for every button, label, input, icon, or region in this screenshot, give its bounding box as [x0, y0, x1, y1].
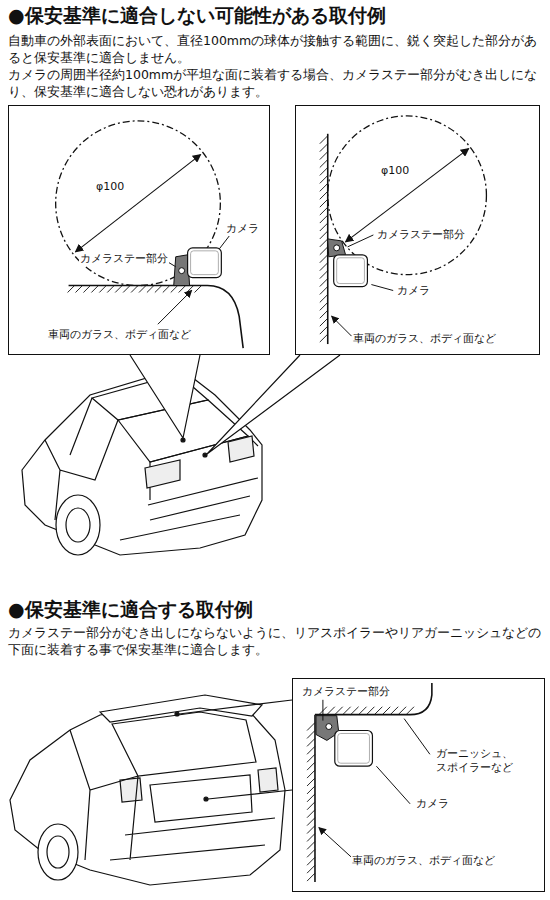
note-text: カメラステー部分がむき出しにならないように、リアスポイラーやリアガーニッシュなど… [8, 625, 546, 658]
part-label: 車両のガラス、ボディ面など [352, 332, 497, 346]
part-label: カメラステー部分 [79, 252, 169, 266]
callout-pointer [207, 355, 340, 454]
part-label: 車両のガラス、ボディ面など [351, 854, 496, 868]
part-label: ガーニッシュ、 スポイラーなど [435, 747, 519, 775]
wagon-illustration [10, 695, 285, 885]
section-heading: ●保安基準に適合する取付例 [8, 598, 548, 621]
part-label: カメラステー部分 [301, 685, 391, 699]
sedan-illustration [22, 368, 262, 555]
callout-box: φ100 カメラステー部分カメラ車両のガラス、ボディ面など [295, 105, 540, 355]
callout-box: φ100 カメラステー部分 カメラ車両のガラス、ボディ面など [8, 105, 270, 355]
part-label: 車両のガラス、ボディ面など [47, 328, 192, 342]
note-text: 自動車の外部表面において、直径100mmの球体が接触する範囲に、鋭く突起した部分… [8, 33, 546, 66]
part-label: φ100 [95, 180, 125, 194]
callout-box: カメラステー部分ガーニッシュ、 スポイラーなどカメラ車両のガラス、ボディ面など [292, 678, 545, 892]
part-label: カメラステー部分 [376, 228, 466, 242]
part-label: カメラ [415, 797, 450, 811]
note-text: カメラの周囲半径約100mmが平坦な面に装着する場合、カメラステー部分がむき出し… [8, 67, 546, 100]
section-heading: ●保安基準に適合しない可能性がある取付例 [8, 4, 548, 27]
callout-line [179, 700, 292, 799]
part-label: φ100 [380, 164, 410, 178]
part-label: カメラ [225, 222, 260, 236]
callout-pointer [130, 355, 200, 438]
part-label: カメラ [396, 284, 431, 298]
